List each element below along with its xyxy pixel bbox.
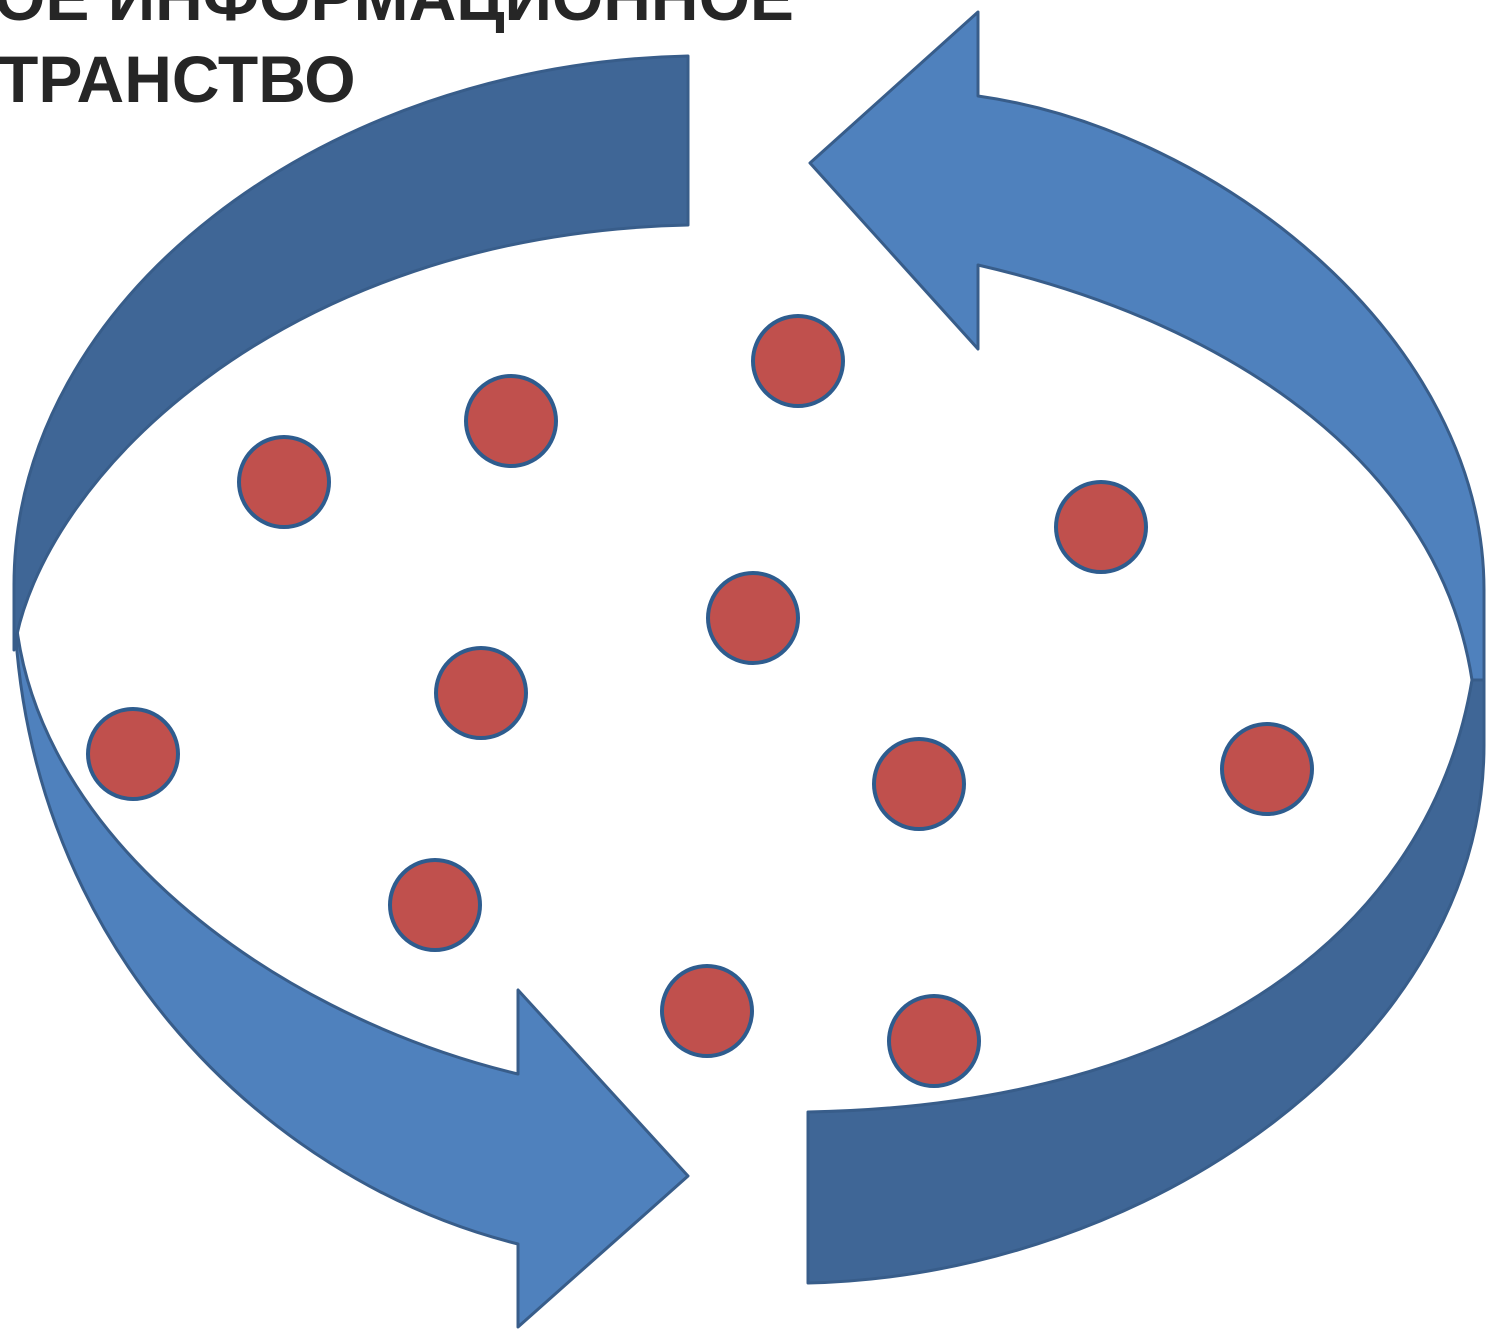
arrow-bottom-left [12,583,690,1329]
dot [1220,722,1314,816]
dot [872,737,966,831]
dot [86,707,180,801]
dot [660,964,754,1058]
dot [887,994,981,1088]
arrow-top-left-band [12,54,690,652]
dot [388,858,482,952]
dot [1054,480,1148,574]
dot [237,435,331,529]
dot [464,374,558,468]
title-line-1: ОЕ ИНФОРМАЦИОННОЕ [0,0,794,34]
arrow-top-right [808,10,1486,682]
title-line-2: ТРАНСТВО [0,42,356,116]
dot [434,646,528,740]
dot [751,314,845,408]
dots-group [86,314,1314,1088]
dot [706,571,800,665]
arrow-bottom-right-band [806,678,1486,1285]
